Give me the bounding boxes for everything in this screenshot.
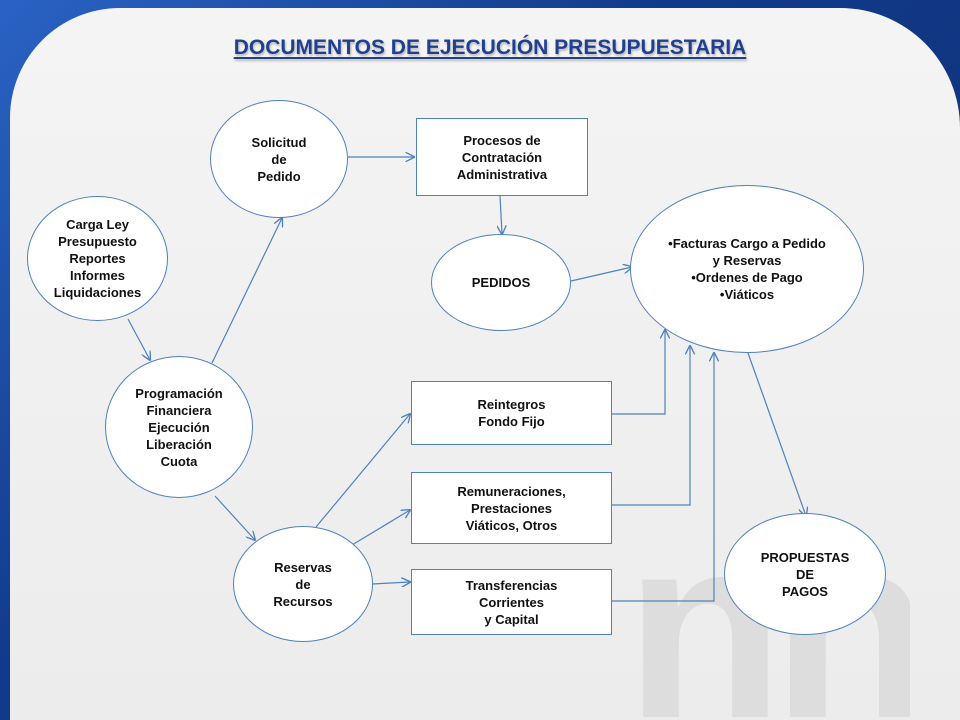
node-solicitud-pedido: Solicitud de Pedido — [210, 100, 348, 218]
node-programacion-financiera: Programación Financiera Ejecución Libera… — [105, 356, 253, 498]
node-transferencias: Transferencias Corrientes y Capital — [411, 569, 612, 635]
connector-programacion-reservas — [214, 495, 255, 540]
node-remuneraciones: Remuneraciones, Prestaciones Viáticos, O… — [411, 472, 612, 544]
connector-procesos-pedidos — [500, 195, 502, 234]
connector-programacion-solicitud — [211, 218, 282, 364]
connector-reservas-reintegros — [315, 414, 410, 528]
node-propuestas-pagos: PROPUESTAS DE PAGOS — [724, 513, 886, 635]
node-pedidos: PEDIDOS — [431, 234, 571, 331]
node-procesos-contratacion: Procesos de Contratación Administrativa — [416, 118, 588, 196]
page-title: DOCUMENTOS DE EJECUCIÓN PRESUPUESTARIA — [233, 36, 747, 59]
node-carga-ley: Carga Ley Presupuesto Reportes Informes … — [27, 196, 168, 321]
connector-remuneraciones-facturas — [612, 346, 690, 506]
node-reintegros-fondo-fijo: Reintegros Fondo Fijo — [411, 381, 612, 445]
connector-reintegros-facturas — [612, 330, 665, 415]
connector-reservas-remuneraciones — [351, 510, 410, 546]
facturas-line-3: •Ordenes de Pago — [691, 270, 803, 285]
connector-reservas-transferencias — [371, 582, 410, 584]
facturas-line-1: •Facturas Cargo a Pedido — [668, 236, 826, 251]
connector-transferencias-facturas — [612, 353, 714, 602]
facturas-line-4: •Viáticos — [719, 287, 775, 302]
connector-carga-programacion — [127, 318, 150, 360]
facturas-line-2: y Reservas — [712, 253, 782, 268]
connector-facturas-propuestas — [747, 352, 806, 516]
connector-pedidos-facturas — [570, 267, 632, 282]
node-facturas-ordenes-viaticos: •Facturas Cargo a Pedido y Reservas •Ord… — [630, 185, 864, 353]
node-reservas-recursos: Reservas de Recursos — [233, 526, 373, 642]
